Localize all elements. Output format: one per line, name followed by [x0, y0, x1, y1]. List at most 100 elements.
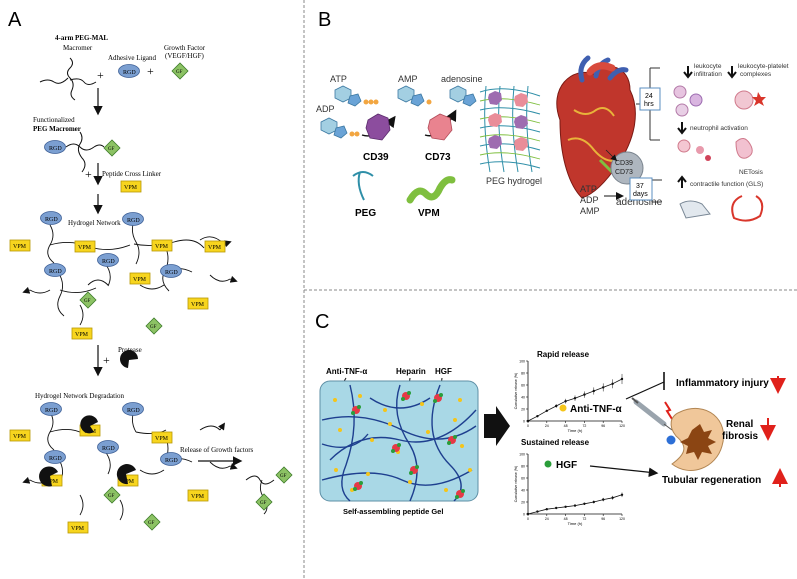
x-tick-label: 72: [582, 424, 586, 428]
growth-factor-diamond: [103, 486, 121, 504]
neutrophil-cell: [677, 139, 691, 153]
peg-label: PEG: [355, 208, 376, 219]
protease-label: Protease: [118, 346, 142, 354]
out-atp-label: ATP: [580, 184, 597, 194]
panel-a-letter: A: [8, 9, 22, 31]
x-tick-label: 72: [582, 517, 586, 521]
data-point: [526, 419, 530, 423]
y-tick-label: 20: [521, 501, 525, 505]
renal-fibrosis-label-2: fibrosis: [722, 431, 759, 442]
out-amp-label: AMP: [580, 206, 600, 216]
rgd-label: RGD: [127, 218, 140, 224]
y-tick-label: 60: [521, 384, 525, 388]
growth-factor-diamond: [79, 291, 97, 309]
x-tick-label: 0: [527, 424, 529, 428]
cd73-enzyme: [427, 113, 453, 141]
growth-factor-diamond: [143, 513, 161, 531]
adhesive-ligand-label: Adhesive Ligand: [108, 54, 157, 62]
data-point: [592, 389, 595, 393]
vpm-crosslinker: [71, 327, 93, 340]
x-tick-label: 48: [564, 517, 568, 521]
rgd-label: RGD: [49, 456, 62, 462]
anti-tnf-dots: [333, 394, 472, 492]
platelet: [752, 92, 766, 106]
leukocyte-platelet-1: leukocyte-platelet: [738, 63, 789, 70]
time-box-37d: [629, 177, 653, 201]
renal-fibrosis-label-1: Renal: [726, 419, 753, 430]
data-point: [555, 404, 558, 408]
x-tick-label: 24: [545, 424, 549, 428]
contractile-function-label: contractile function (GLS): [690, 181, 763, 188]
days-unit: days: [633, 191, 648, 198]
functionalized-label-1: Functionalized: [33, 116, 75, 124]
netosis-cell: [735, 138, 753, 159]
vpm-label: VPM: [71, 526, 85, 532]
data-point: [564, 505, 567, 508]
vpm-label: VPM: [45, 479, 59, 485]
growth-factor-diamond: [145, 317, 163, 335]
gf-label: GF: [176, 70, 183, 75]
adp-molecule: [320, 117, 360, 139]
vpm-label: VPM: [13, 434, 27, 440]
x-tick-label: 120: [619, 517, 625, 521]
plus-sign: +: [147, 64, 154, 78]
rgd-label: RGD: [123, 70, 136, 76]
rgd-label: RGD: [102, 259, 115, 265]
neutrophil-activation-label: neutrophil activation: [690, 125, 748, 132]
data-point: [620, 377, 624, 381]
amp-molecule: [397, 85, 432, 107]
anti-tnf-legend-dot: [559, 404, 567, 412]
vpm-label-b: VPM: [418, 208, 440, 219]
leukocyte-infiltration-1: leukocyte: [694, 63, 722, 70]
kidney-icon: [666, 407, 724, 471]
rgd-label: RGD: [165, 458, 178, 464]
x-tick-label: 0: [527, 517, 529, 521]
netosis-label: NETosis: [739, 169, 764, 176]
series-line: [527, 494, 623, 515]
vpm-label: VPM: [13, 244, 27, 250]
plus-sign: +: [103, 353, 110, 367]
degradation-label: Hydrogel Network Degradation: [35, 392, 125, 400]
y-tick-label: 0: [523, 513, 525, 517]
out-adenosine-label: adenosine: [616, 197, 663, 208]
rgd-label: RGD: [49, 269, 62, 275]
data-point: [611, 382, 614, 385]
hrs-unit: hrs: [644, 101, 654, 108]
adenosine-molecule: [449, 85, 477, 107]
rgd-label: RGD: [45, 408, 58, 414]
vpm-crosslinker: [9, 239, 31, 252]
heparin-label: Heparin: [396, 367, 426, 376]
inhibit-line: [625, 381, 665, 400]
neutrophil-cell: [696, 146, 704, 154]
panel-c: C Anti-TNF-α Heparin HGF: [315, 311, 788, 527]
peg-hydrogel: [479, 85, 541, 173]
growth-factor-diamond: [255, 493, 273, 511]
heart-cd39-label: CD39: [615, 160, 633, 167]
data-point: [602, 498, 605, 501]
gf-label: GF: [280, 474, 287, 479]
data-point: [620, 493, 624, 496]
y-tick-label: 60: [521, 477, 525, 481]
y-tick-label: 100: [519, 360, 525, 364]
vpm-label: VPM: [78, 245, 92, 251]
plus-sign: +: [85, 167, 92, 181]
x-tick-label: 48: [564, 424, 568, 428]
gf-label: GF: [148, 521, 155, 526]
data-point: [573, 504, 577, 507]
vpm-label: VPM: [133, 277, 147, 283]
vpm-label: VPM: [191, 302, 205, 308]
x-tick-label: 96: [601, 424, 605, 428]
hrs-number: 24: [645, 93, 653, 100]
protease-pacman: [116, 464, 136, 485]
x-tick-label: 24: [545, 517, 549, 521]
y-tick-label: 80: [521, 465, 525, 469]
growth-factor-diamond: [275, 466, 293, 484]
vpm-label: VPM: [208, 245, 222, 251]
y-axis-label: Cumulative release (%): [514, 373, 518, 409]
protease-pacman: [39, 466, 58, 487]
leukocyte-infiltration-2: infiltration: [694, 71, 722, 78]
data-point: [564, 400, 567, 403]
leukocyte-platelet-complex: [734, 90, 754, 110]
